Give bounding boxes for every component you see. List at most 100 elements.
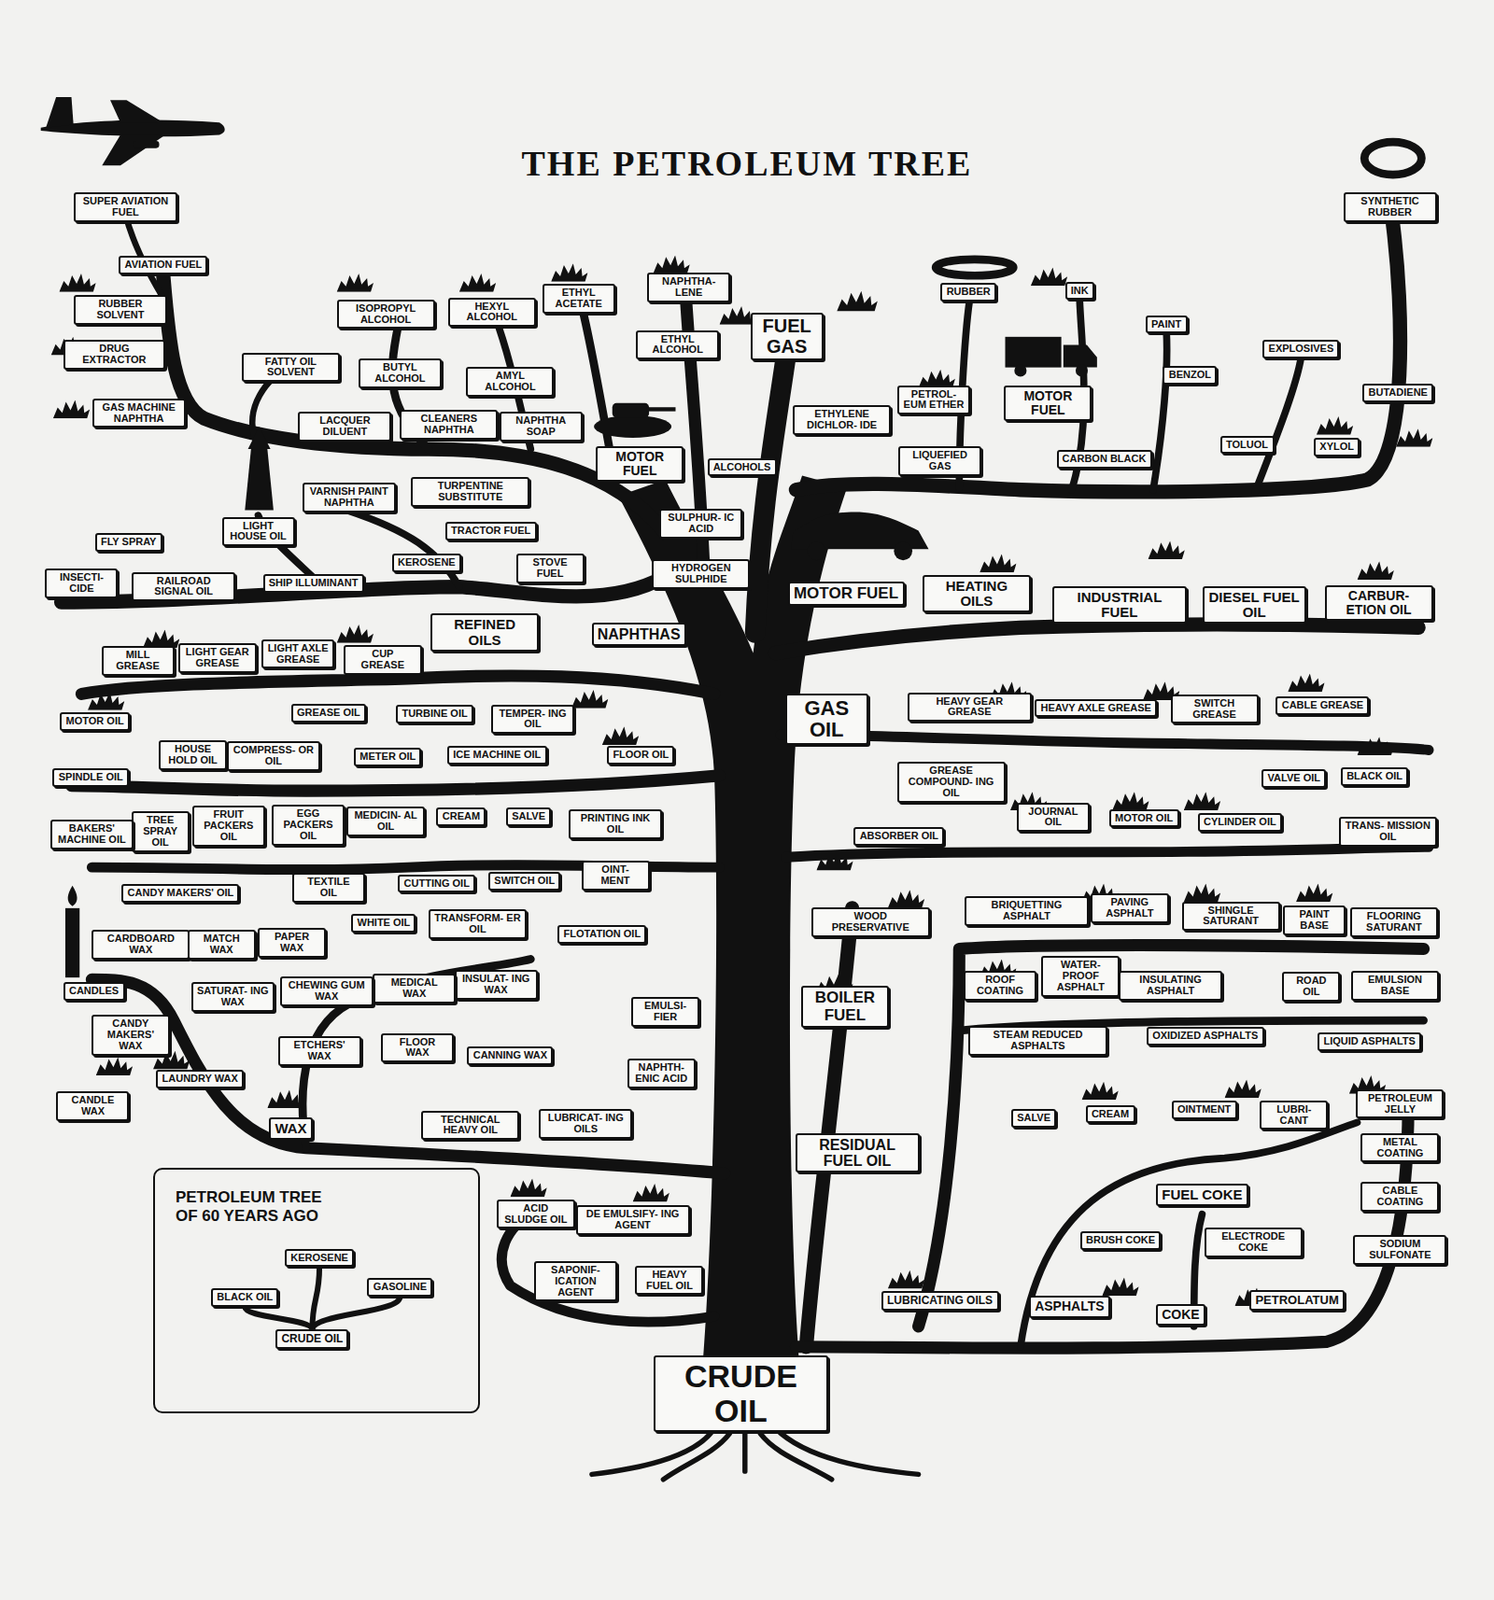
product-banner: LAUNDRY WAX bbox=[155, 1070, 244, 1089]
product-label: DRUG EXTRACTOR bbox=[69, 343, 160, 367]
product-banner: ETHYLENE DICHLOR- IDE bbox=[792, 405, 891, 436]
product-label: NAPHTHAS bbox=[597, 626, 681, 643]
product-banner: HEAVY FUEL OIL bbox=[634, 1266, 704, 1297]
product-banner: CUP GREASE bbox=[343, 645, 423, 676]
product-banner: TEXTILE OIL bbox=[292, 873, 366, 903]
product-banner: DIESEL FUEL OIL bbox=[1202, 586, 1307, 624]
branch bbox=[795, 1101, 1409, 1349]
product-label: RAILROAD SIGNAL OIL bbox=[137, 576, 230, 599]
product-banner: FLOTATION OIL bbox=[557, 925, 647, 945]
product-banner: CLEANERS NAPHTHA bbox=[399, 409, 498, 440]
product-banner: NAPHTHAS bbox=[591, 622, 687, 647]
product-label: FLY SPRAY bbox=[100, 536, 157, 549]
product-banner: REFINED OILS bbox=[430, 613, 539, 651]
product-label: ELECTRODE COKE bbox=[1210, 1231, 1297, 1255]
product-banner: CRUDE OIL bbox=[275, 1329, 349, 1350]
product-banner: CYLINDER OIL bbox=[1198, 813, 1283, 832]
product-label: ALCOHOLS bbox=[713, 462, 772, 474]
product-label: PAINT bbox=[1151, 319, 1183, 331]
product-label: EGG PACKERS OIL bbox=[277, 808, 339, 843]
branch bbox=[1153, 331, 1168, 490]
product-label: INSULAT- ING WAX bbox=[460, 973, 533, 997]
product-banner: KEROSENE bbox=[392, 553, 462, 573]
product-banner: CARBUR- ETION OIL bbox=[1324, 585, 1434, 621]
product-banner: ETCHERS' WAX bbox=[278, 1036, 362, 1067]
product-label: RUBBER SOLVENT bbox=[79, 298, 162, 322]
product-label: COKE bbox=[1161, 1308, 1200, 1323]
product-banner: WHITE OIL bbox=[351, 914, 416, 933]
product-banner: ACID SLUDGE OIL bbox=[496, 1199, 576, 1230]
product-banner: LIGHT GEAR GREASE bbox=[178, 643, 257, 674]
product-label: LIGHT HOUSE OIL bbox=[227, 521, 290, 544]
product-banner: CREAM bbox=[436, 807, 486, 827]
product-banner: PAINT bbox=[1145, 315, 1188, 335]
product-banner: BRIQUETTING ASPHALT bbox=[964, 896, 1089, 927]
branch bbox=[805, 908, 852, 1348]
product-label: FRUIT PACKERS OIL bbox=[197, 809, 260, 844]
product-label: LIQUEFIED GAS bbox=[903, 450, 976, 473]
product-label: CANDY MAKERS' WAX bbox=[97, 1018, 165, 1053]
branch bbox=[775, 624, 1420, 654]
product-banner: LACQUER DILUENT bbox=[297, 411, 392, 442]
product-label: HEAVY AXLE GREASE bbox=[1040, 703, 1152, 715]
product-banner: SYNTHETIC RUBBER bbox=[1343, 192, 1438, 223]
product-banner: BLACK OIL bbox=[211, 1288, 279, 1308]
product-banner: SULPHUR- IC ACID bbox=[659, 508, 743, 539]
product-label: TURPENTINE SUBSTITUTE bbox=[416, 480, 524, 504]
product-banner: COKE bbox=[1155, 1304, 1206, 1326]
product-label: SUPER AVIATION FUEL bbox=[79, 196, 172, 219]
product-banner: SAPONIF- ICATION AGENT bbox=[534, 1261, 618, 1303]
product-banner: PETROLEUM JELLY bbox=[1355, 1089, 1444, 1120]
product-label: SHIP ILLUMINANT bbox=[268, 577, 359, 590]
product-label: CRUDE OIL bbox=[659, 1359, 823, 1428]
product-banner: INDUSTRIAL FUEL bbox=[1052, 586, 1187, 624]
product-banner: WAX bbox=[268, 1117, 313, 1141]
product-label: PETROL- EUM ETHER bbox=[902, 389, 965, 412]
product-banner: CABLE COATING bbox=[1360, 1182, 1439, 1213]
product-banner: WOOD PRESERVATIVE bbox=[811, 907, 931, 938]
product-label: ROAD OIL bbox=[1287, 975, 1335, 999]
product-label: TEXTILE OIL bbox=[297, 876, 360, 900]
product-banner: BUTADIENE bbox=[1362, 383, 1434, 403]
product-label: GREASE OIL bbox=[296, 707, 361, 719]
product-banner: CABLE GREASE bbox=[1275, 696, 1369, 716]
product-banner: PRINTING INK OIL bbox=[568, 809, 663, 840]
product-banner: EGG PACKERS OIL bbox=[271, 804, 345, 846]
product-label: WAX bbox=[274, 1121, 308, 1137]
product-banner: HEXYL ALCOHOL bbox=[448, 297, 536, 328]
product-label: CYLINDER OIL bbox=[1203, 817, 1277, 829]
product-label: HEAVY GEAR GREASE bbox=[913, 696, 1027, 719]
product-label: BLACK OIL bbox=[1346, 771, 1403, 783]
product-label: MOTOR OIL bbox=[65, 716, 125, 728]
tree-branch-connector bbox=[311, 1296, 400, 1330]
product-label: BOILER FUEL bbox=[806, 989, 884, 1025]
product-banner: SHINGLE SATURANT bbox=[1182, 902, 1281, 932]
candle-icon bbox=[65, 886, 80, 978]
product-banner: SALVE bbox=[506, 807, 551, 827]
product-banner: CANDLE WAX bbox=[56, 1091, 129, 1122]
branch bbox=[1254, 357, 1301, 493]
product-label: LUBRICAT- ING OILS bbox=[544, 1113, 627, 1136]
product-banner: DE EMULSIFY- ING AGENT bbox=[576, 1205, 691, 1236]
product-label: HEATING OILS bbox=[928, 578, 1026, 609]
product-label: NAPHTHA SOAP bbox=[505, 415, 578, 438]
product-label: PAVING ASPHALT bbox=[1096, 897, 1164, 920]
product-banner: XYLOL bbox=[1313, 437, 1360, 457]
product-banner: SALVE bbox=[1011, 1109, 1057, 1128]
product-label: ETHYLENE DICHLOR- IDE bbox=[798, 408, 886, 432]
product-banner: HYDROGEN SULPHIDE bbox=[651, 559, 750, 590]
product-banner: AVIATION FUEL bbox=[118, 255, 208, 275]
branch bbox=[71, 775, 720, 791]
product-label: TEMPER- ING OIL bbox=[496, 708, 569, 732]
product-banner: SATURAT- ING WAX bbox=[191, 982, 275, 1013]
product-label: SODIUM SULFONATE bbox=[1358, 1239, 1441, 1262]
product-label: DIESEL FUEL OIL bbox=[1208, 590, 1301, 621]
product-label: XYLOL bbox=[1319, 441, 1354, 453]
product-label: METAL COATING bbox=[1366, 1137, 1434, 1160]
product-banner: METAL COATING bbox=[1360, 1133, 1439, 1164]
product-banner: TURPENTINE SUBSTITUTE bbox=[410, 477, 530, 508]
product-banner: ICE MACHINE OIL bbox=[447, 746, 548, 765]
product-label: CRUDE OIL bbox=[281, 1333, 343, 1346]
product-label: OXIDIZED ASPHALTS bbox=[1152, 1030, 1259, 1043]
product-label: CARBUR- ETION OIL bbox=[1330, 589, 1428, 618]
